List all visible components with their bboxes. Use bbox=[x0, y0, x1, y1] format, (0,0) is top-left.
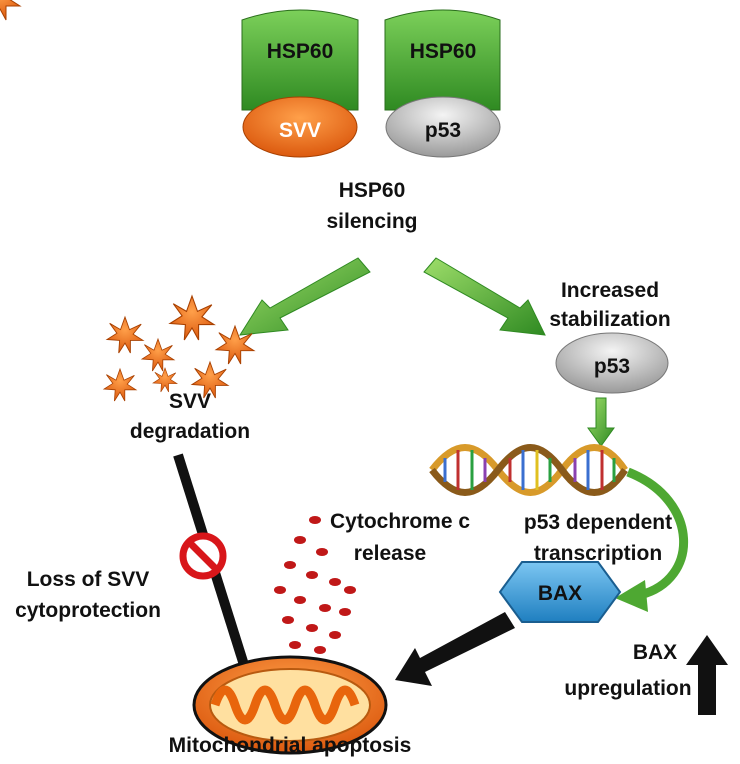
arrow-curved-to-bax bbox=[626, 467, 689, 600]
svv-degradation-stars-icon bbox=[0, 0, 255, 402]
bax-upregulation-line2: upregulation bbox=[564, 677, 691, 700]
svv-degradation-line2: degradation bbox=[130, 420, 250, 443]
arrow-bax-to-mitochondria bbox=[395, 612, 515, 686]
p53-ellipse bbox=[555, 332, 669, 394]
apoptosis-label: Mitochondrial apoptosis bbox=[169, 734, 412, 757]
stabilization-line1: Increased bbox=[561, 279, 659, 302]
svv-ellipse bbox=[242, 96, 358, 158]
silencing-line1: HSP60 bbox=[339, 179, 406, 202]
arrow-to-svv-degradation bbox=[239, 257, 371, 336]
cytochrome-line2: release bbox=[354, 542, 426, 565]
cytochrome-line1: Cytochrome c bbox=[330, 510, 470, 533]
bax-hexagon bbox=[498, 561, 622, 623]
arrow-curved-head bbox=[615, 580, 648, 612]
transcription-line2: transcription bbox=[534, 542, 662, 565]
loss-line2: cytoprotection bbox=[15, 599, 161, 622]
hsp60-label-right: HSP60 bbox=[410, 40, 477, 63]
hsp60-svv-complex: HSP60 SVV bbox=[241, 9, 359, 158]
arrow-down-to-dna bbox=[587, 397, 615, 447]
bax-upregulation-line1: BAX bbox=[633, 641, 677, 664]
inhibition-symbol bbox=[173, 453, 274, 695]
hsp60-p53-complex: HSP60 p53 bbox=[384, 9, 501, 158]
mitochondrion-icon bbox=[192, 655, 388, 755]
silencing-line2: silencing bbox=[326, 210, 417, 233]
p53-label: p53 bbox=[594, 355, 630, 378]
transcription-line1: p53 dependent bbox=[524, 511, 672, 534]
svv-label: SVV bbox=[279, 119, 321, 142]
p53-label-top: p53 bbox=[425, 119, 461, 142]
stabilization-line2: stabilization bbox=[549, 308, 670, 331]
dna-helix-icon bbox=[429, 444, 628, 496]
up-arrow-icon bbox=[686, 635, 728, 715]
hsp60-block-left bbox=[241, 9, 359, 111]
arrow-to-p53-stabilization bbox=[423, 257, 546, 336]
svv-degradation-line1: SVV bbox=[169, 390, 211, 413]
p53-ellipse-top bbox=[385, 96, 501, 158]
bax-label: BAX bbox=[538, 582, 582, 605]
hsp60-block-right bbox=[384, 9, 501, 111]
hsp60-label-left: HSP60 bbox=[267, 40, 334, 63]
loss-line1: Loss of SVV bbox=[27, 568, 150, 591]
cytochrome-c-particles bbox=[274, 516, 356, 654]
